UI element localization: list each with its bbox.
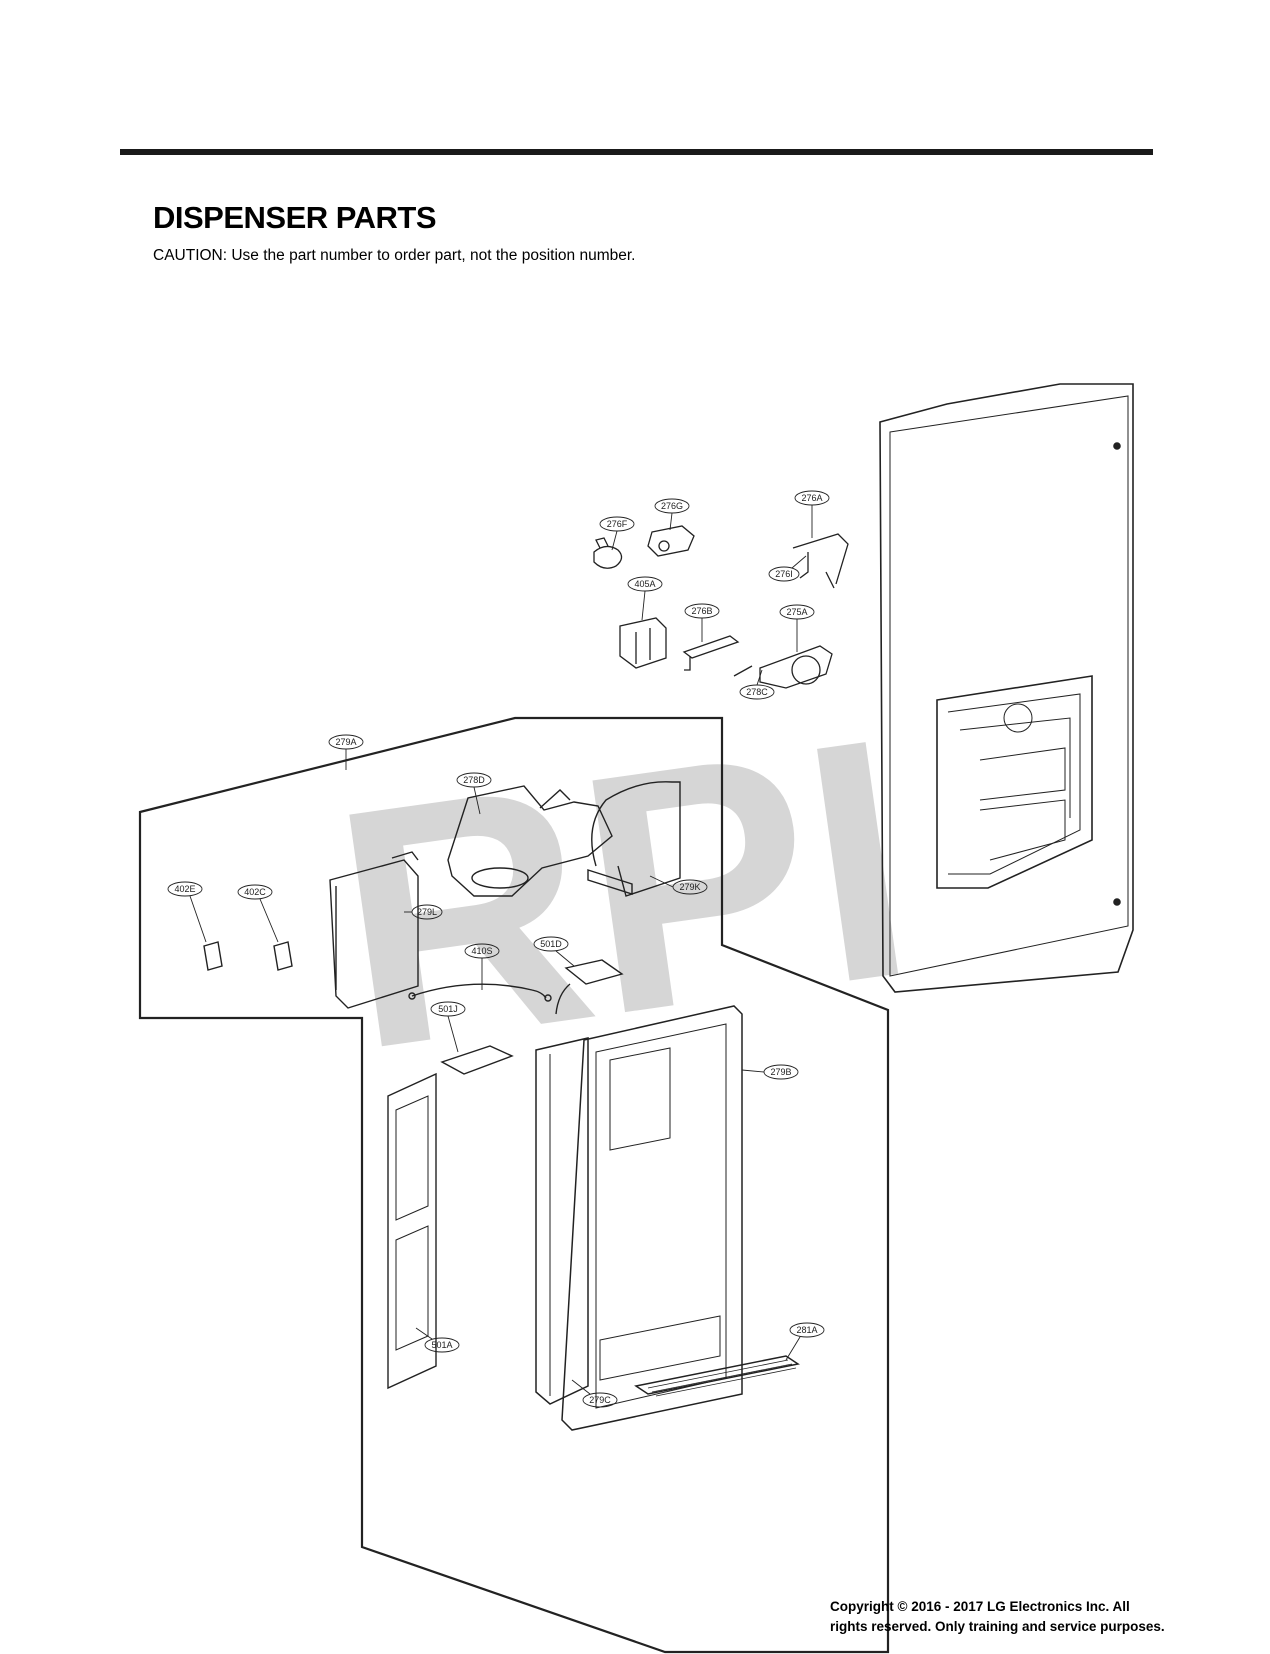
callout-276I: 276I (775, 569, 793, 579)
dispenser-housing (535, 1005, 800, 1431)
callout-410S: 410S (471, 946, 492, 956)
copyright-notice: Copyright © 2016 - 2017 LG Electronics I… (830, 1597, 1230, 1637)
callout-279B: 279B (770, 1067, 791, 1077)
callout-276G: 276G (661, 501, 683, 511)
callout-bubble (533, 936, 569, 952)
upper-small-parts (593, 525, 849, 689)
watermark: RPI (317, 667, 931, 1122)
callout-bubble (237, 884, 273, 900)
callout-bubble (768, 566, 800, 582)
callout-279A: 279A (335, 737, 356, 747)
callout-276B: 276B (691, 606, 712, 616)
callout-279K: 279K (679, 882, 700, 892)
top-rule (120, 149, 1153, 155)
callout-bubble (582, 1392, 618, 1408)
callout-279L: 279L (417, 907, 437, 917)
callout-278D: 278D (463, 775, 485, 785)
middle-parts (203, 781, 681, 1390)
callout-bubble (789, 1322, 825, 1338)
callout-278C: 278C (746, 687, 768, 697)
callout-402E: 402E (174, 884, 195, 894)
callout-501D: 501D (540, 939, 562, 949)
callout-402C: 402C (244, 887, 266, 897)
callout-281A: 281A (796, 1325, 817, 1335)
caution-note: CAUTION: Use the part number to order pa… (153, 247, 636, 264)
callout-501A: 501A (431, 1340, 452, 1350)
callout-276A: 276A (801, 493, 822, 503)
page-title: DISPENSER PARTS (153, 200, 437, 235)
callout-405A: 405A (634, 579, 655, 589)
copyright-line-1: Copyright © 2016 - 2017 LG Electronics I… (830, 1599, 1130, 1614)
part-callouts: 276G 276F 276A 276I 405A 276B 275A 278C … (167, 490, 830, 1408)
copyright-line-2: rights reserved. Only training and servi… (830, 1619, 1165, 1634)
callout-279C: 279C (589, 1395, 611, 1405)
callout-275A: 275A (786, 607, 807, 617)
assembly-outline (138, 716, 890, 1654)
door-panel (879, 383, 1134, 993)
callout-501J: 501J (438, 1004, 458, 1014)
callout-bubble (167, 881, 203, 897)
callout-bubble (424, 1337, 460, 1353)
callout-276F: 276F (607, 519, 628, 529)
